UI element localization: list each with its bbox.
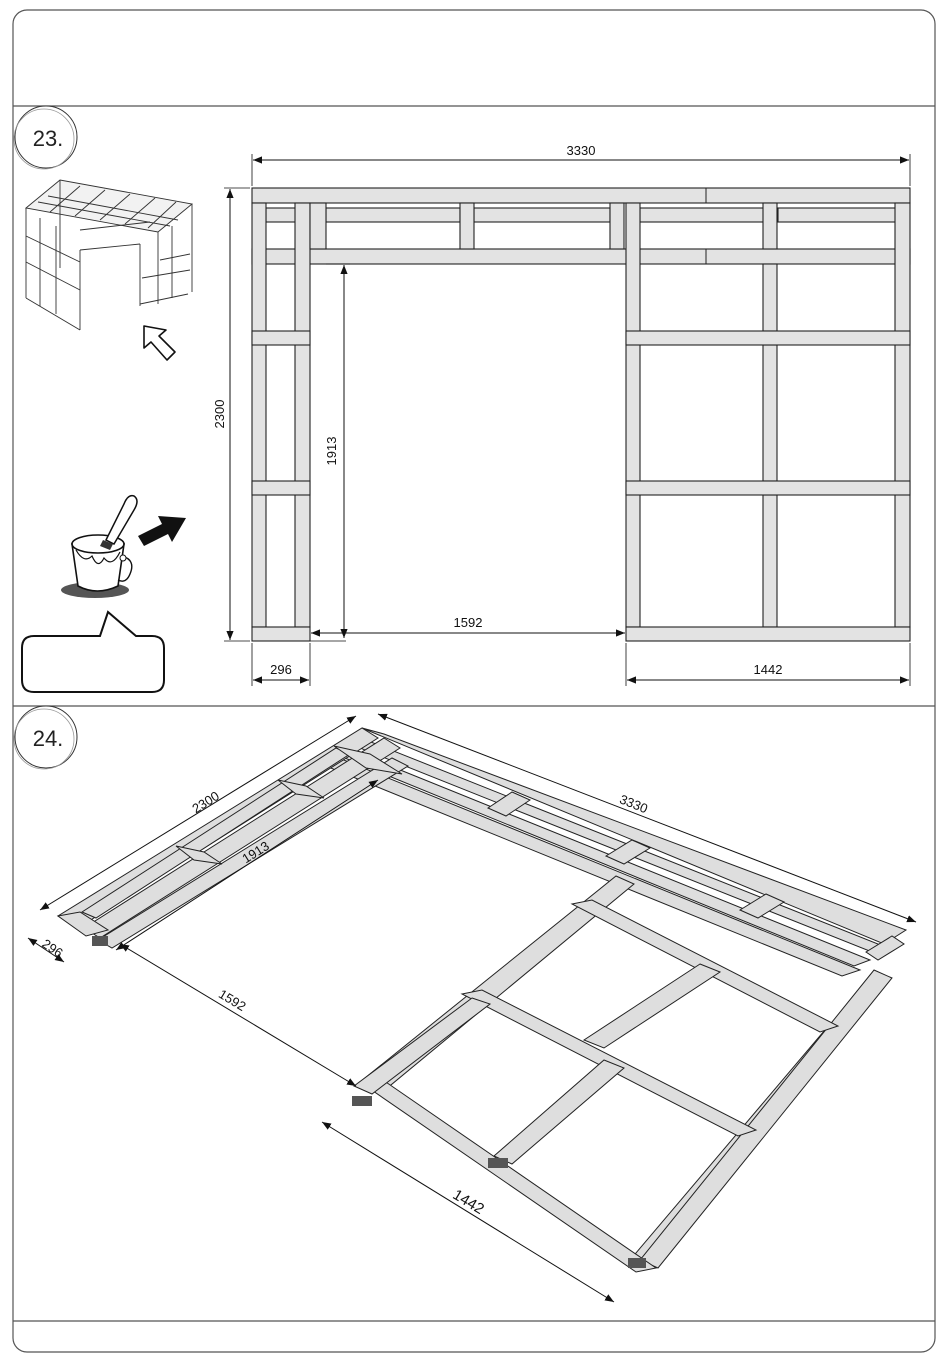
dim-1913-label: 1913 — [324, 437, 339, 466]
dimension-2300: 2300 — [212, 188, 250, 641]
speech-bubble-icon — [22, 612, 164, 692]
iso-dim-1442-label: 1442 — [450, 1186, 487, 1218]
dim-3330-label: 3330 — [567, 143, 596, 158]
iso-dimension-296: 296 — [28, 936, 66, 962]
frame-isometric — [58, 728, 906, 1272]
dim-296-label: 296 — [270, 662, 292, 677]
iso-dim-1592-label: 1592 — [216, 986, 249, 1014]
dim-2300-label: 2300 — [212, 400, 227, 429]
dim-1592-label: 1592 — [454, 615, 483, 630]
step-24-number: 24. — [33, 726, 64, 751]
dimension-1913: 1913 — [324, 264, 350, 638]
dim-1442-label: 1442 — [754, 662, 783, 677]
iso-dim-296-label: 296 — [39, 936, 65, 961]
dimension-3330: 3330 — [252, 143, 910, 186]
step-24-badge: 24. — [14, 706, 77, 769]
step-24: 24. — [14, 706, 916, 1302]
step-23-number: 23. — [33, 126, 64, 151]
step-23-badge: 23. — [14, 106, 77, 169]
frame-perspective-icon — [26, 180, 192, 330]
dimension-296: 296 — [252, 643, 310, 686]
arrow-right-icon — [138, 516, 186, 546]
dimension-1442: 1442 — [626, 643, 910, 686]
pointer-arrow-icon — [144, 326, 175, 360]
paint-bucket-icon — [61, 496, 137, 598]
dimension-1592: 1592 — [310, 615, 625, 641]
iso-dim-2300-label: 2300 — [189, 788, 221, 816]
iso-dimension-1592: 1592 — [120, 944, 356, 1086]
step-23: 23. — [14, 106, 910, 692]
frame-elevation — [252, 188, 910, 641]
